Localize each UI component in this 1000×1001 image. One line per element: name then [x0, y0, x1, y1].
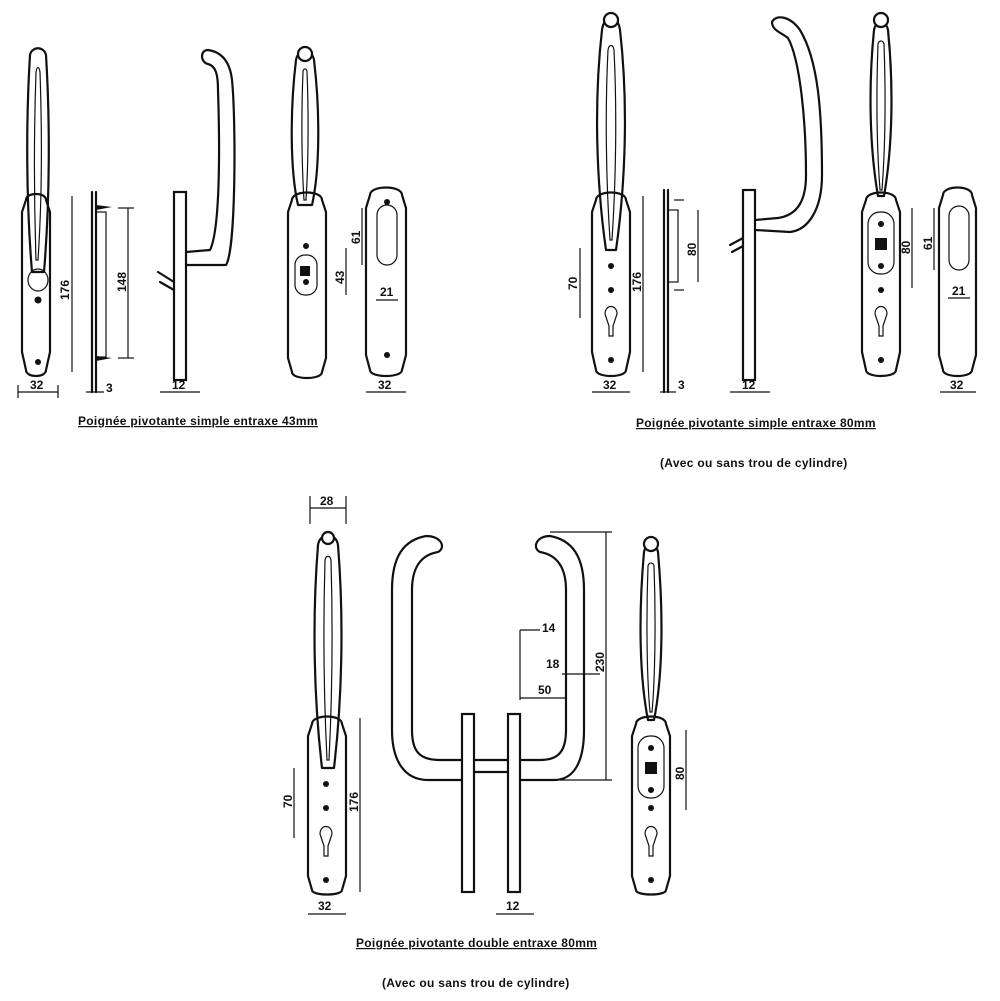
- handle-inner-face: 80: [630, 535, 687, 896]
- dim-overall-230: 230: [593, 652, 607, 672]
- caption-simple-43: Poignée pivotante simple entraxe 43mm: [78, 414, 318, 428]
- dim-18: 18: [546, 657, 560, 671]
- caption-simple-80: Poignée pivotante simple entraxe 80mm: [636, 416, 876, 430]
- dim-height: 176: [630, 272, 644, 292]
- plate-side-view: 80 3: [660, 188, 699, 394]
- caption-double-80: Poignée pivotante double entraxe 80mm: [356, 936, 597, 950]
- dim-entraxe-80: 80: [899, 240, 913, 254]
- handle-inner-face: [286, 45, 328, 380]
- dim-plate-thickness: 3: [678, 378, 685, 392]
- handle-inner-face: 80: [860, 11, 913, 378]
- dim-entraxe-80: 80: [685, 242, 699, 256]
- dim-entraxe-80: 80: [673, 766, 687, 780]
- dim-slot-width: 21: [380, 285, 394, 299]
- escutcheon-plate: 61 43 21 32: [333, 186, 408, 393]
- dim-entraxe-70: 70: [281, 794, 295, 808]
- dim-side-thickness: 12: [506, 899, 520, 913]
- dim-fixing-centres: 148: [115, 272, 129, 292]
- dim-width: 32: [318, 899, 332, 913]
- dim-plate-thickness: 3: [106, 381, 113, 395]
- dim-height: 176: [347, 792, 361, 812]
- caption-simple-80-note: (Avec ou sans trou de cylindre): [660, 456, 848, 470]
- handle-front-view: 28 70 176 32: [281, 494, 361, 915]
- dim-entraxe-70: 70: [566, 276, 580, 290]
- dim-slot-length: 61: [349, 230, 363, 244]
- handle-front-view: 70 176 32: [566, 11, 644, 393]
- caption-double-80-note: (Avec ou sans trou de cylindre): [382, 976, 570, 990]
- dim-width: 32: [30, 378, 44, 392]
- dim-plate-width: 32: [378, 378, 392, 392]
- dim-slot-length: 61: [921, 236, 935, 250]
- dim-entraxe-43: 43: [333, 270, 347, 284]
- handle-front-view: 32 176: [17, 47, 73, 398]
- dim-side-thickness: 12: [742, 378, 756, 392]
- figure-simple-80: 70 176 32 80 3 12: [566, 11, 978, 470]
- plate-side-view: 148 3: [86, 190, 134, 395]
- dim-height: 176: [58, 280, 72, 300]
- figure-simple-43: 32 176 148 3 12: [17, 45, 408, 428]
- handle-side-view: 12: [156, 48, 236, 393]
- dim-side-thickness: 12: [172, 378, 186, 392]
- handle-side-view: 12: [728, 16, 824, 393]
- dim-plate-width: 32: [950, 378, 964, 392]
- double-handle-side-view: 230 14 18 50 12: [390, 531, 612, 915]
- dim-50: 50: [538, 683, 552, 697]
- dim-width: 32: [603, 378, 617, 392]
- dim-slot-width: 21: [952, 284, 966, 298]
- dim-14: 14: [542, 621, 556, 635]
- escutcheon-plate: 61 21 32: [921, 186, 978, 393]
- dim-width-28: 28: [320, 494, 334, 508]
- figure-double-80: 28 70 176 32 230: [281, 494, 687, 990]
